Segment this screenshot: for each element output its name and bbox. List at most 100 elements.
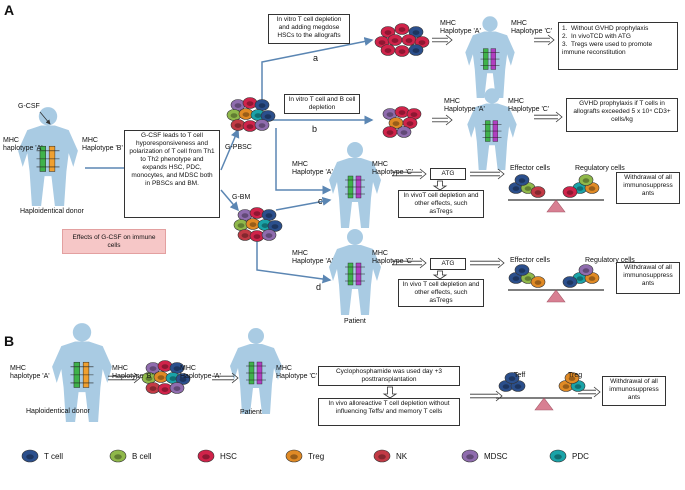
pb-hap-a: haplotype 'A' [10, 373, 50, 380]
legend-label-4: NK [396, 452, 408, 461]
b-mhc-right: MHC [508, 98, 524, 105]
a-double-arrow-2 [534, 34, 555, 46]
pb-down-arrow [382, 386, 398, 399]
d-atg-box: ATG [430, 258, 466, 270]
pb-teff-label: Teff [514, 372, 526, 379]
pb-donor-label: Haploidentical donor [26, 408, 90, 415]
route-a-cell-cluster [374, 23, 430, 57]
b-double-arrow-2 [534, 111, 563, 123]
c-hap-right: Haplotype 'C' [372, 169, 414, 176]
d-mhc-left: MHC [292, 250, 308, 257]
b-hap-right: Haplotype 'C' [508, 106, 550, 113]
box-to-bm-arrow [220, 189, 239, 212]
d-hap-right: Haplotype 'C' [372, 258, 414, 265]
donor-figure-b-chromosomes [70, 361, 94, 388]
g-pbsc-cluster [226, 97, 276, 132]
gcsf-description-box: G-CSF leads to T cell hyporesponsiveness… [124, 130, 220, 218]
b-hap-left: Haplotype 'A' [444, 106, 485, 113]
a-mhc-left: MHC [440, 20, 456, 27]
pb-double-arrow-2 [212, 372, 239, 384]
recipient-figure-b-chromosomes [482, 120, 502, 142]
pb-patient-hap-c: Haplotype 'C' [276, 373, 318, 380]
a-double-arrow-1 [432, 34, 453, 46]
panel-label-a: A [4, 2, 15, 18]
effects-box: Effects of G-CSF on immune cells [62, 229, 166, 254]
legend-swatch-pdc [549, 449, 567, 463]
c-regulatory-label: Regulatory cells [575, 165, 625, 172]
gcsf-arrow [39, 111, 51, 125]
box-to-pbsc-arrow [220, 128, 240, 171]
d-withdrawal-box: Withdrawal of all immunosuppress ants [616, 262, 680, 294]
d-mhc-right: MHC [372, 250, 388, 257]
route-b-label: b [312, 124, 318, 134]
c-down-arrow [432, 180, 448, 191]
route-d-balance [508, 264, 604, 303]
donor-mhc-b: MHC [82, 137, 98, 144]
pb-cyclo-box: Cyclophosphamide was used day +3 posttra… [318, 366, 460, 386]
g-bm-cluster [233, 207, 283, 242]
pb-invivo-box: In vivo alloreactive T cell depletion wi… [318, 398, 460, 426]
a-list-item-1: 1. Without GVHD prophylaxis [562, 25, 649, 32]
g-bm-label: G-BM [232, 194, 251, 201]
route-b-outcome-box: GVHD prophylaxis if T cells in allograft… [566, 98, 678, 132]
pb-double-arrow-1 [108, 372, 141, 384]
d-desc-box: In vivo T cell depletion and other effec… [398, 279, 484, 307]
pb-hap-b: Haplotype 'B' [112, 373, 153, 380]
c-double-arrow-2 [470, 168, 505, 180]
legend-swatch-b-cell [109, 449, 127, 463]
panel-label-b: B [4, 333, 15, 349]
c-mhc-right: MHC [372, 161, 388, 168]
c-atg-box: ATG [430, 168, 466, 180]
patient-figure-d-chromosomes [345, 262, 365, 286]
legend-label-0: T cell [44, 452, 63, 461]
route-a-box: In vitro T cell depletion and adding meg… [268, 14, 350, 44]
a-hap-left: Haplotype 'A' [440, 28, 481, 35]
gcsf-label: G-CSF [18, 103, 40, 110]
route-a-outcome-list: 1. Without GVHD prophylaxis 2. In vivoTC… [558, 22, 678, 70]
bm-to-c-arrow [275, 196, 332, 211]
route-b-cell-cluster [382, 106, 422, 138]
d-hap-left: Haplotype 'A' [292, 258, 333, 265]
c-effector-label: Effector cells [510, 165, 550, 172]
a-list-item-3: 3. Tregs were used to promote immune rec… [562, 41, 653, 56]
pb-patient-mhc-c: MHC [276, 365, 292, 372]
panel-b-graft-cluster [141, 360, 191, 395]
legend-label-1: B cell [132, 452, 152, 461]
patient-figure-b-chromosomes [246, 361, 266, 385]
route-b-box: In vitro T cell and B cell depletion [284, 94, 360, 114]
g-pbsc-label: G-PBSC [225, 144, 252, 151]
route-d-label: d [316, 282, 322, 292]
donor-haplotype-b: Haplotype 'B' [82, 145, 123, 152]
legend-swatch-mdsc [461, 449, 479, 463]
legend-label-5: MDSC [484, 452, 508, 461]
c-desc-box: In vivoT cell depletion and other effect… [398, 190, 484, 218]
panel-b-balance [496, 372, 592, 411]
legend-label-3: Treg [308, 452, 325, 461]
legend-label-6: PDC [572, 452, 589, 461]
a-list-item-2: 2. In vivoTCD with ATG [562, 33, 631, 40]
pb-mhc-a: MHC [10, 365, 26, 372]
pb-patient-label: Patient [240, 409, 262, 416]
legend-swatch-t-cell [21, 449, 39, 463]
c-double-arrow-1 [392, 168, 427, 180]
legend-label-2: HSC [220, 452, 237, 461]
recipient-figure-a-chromosomes [480, 48, 500, 70]
pb-double-arrow-3 [470, 390, 503, 402]
patient-figure-b [230, 328, 282, 414]
pb-withdrawal-box: Withdrawal of all immunosuppress ants [602, 376, 666, 406]
c-hap-left: Haplotype 'A' [292, 169, 333, 176]
donor-figure-a-chromosomes [36, 145, 60, 172]
bm-to-d-arrow [256, 238, 332, 284]
pbsc-to-a-arrow [261, 37, 374, 105]
d-regulatory-label: Regulatory cells [585, 257, 635, 264]
c-withdrawal-box: Withdrawal of all immunosuppress ants [616, 172, 680, 204]
donor-mhc-a: MHC [3, 137, 19, 144]
d-effector-label: Effector cells [510, 257, 550, 264]
pb-patient-mhc-a: MHC [180, 365, 196, 372]
pb-patient-hap-a: Haplotype 'A' [180, 373, 221, 380]
b-double-arrow-1 [432, 114, 453, 126]
pbsc-to-c-arrow [275, 128, 332, 195]
donor-label: Haploidentical donor [20, 208, 84, 215]
